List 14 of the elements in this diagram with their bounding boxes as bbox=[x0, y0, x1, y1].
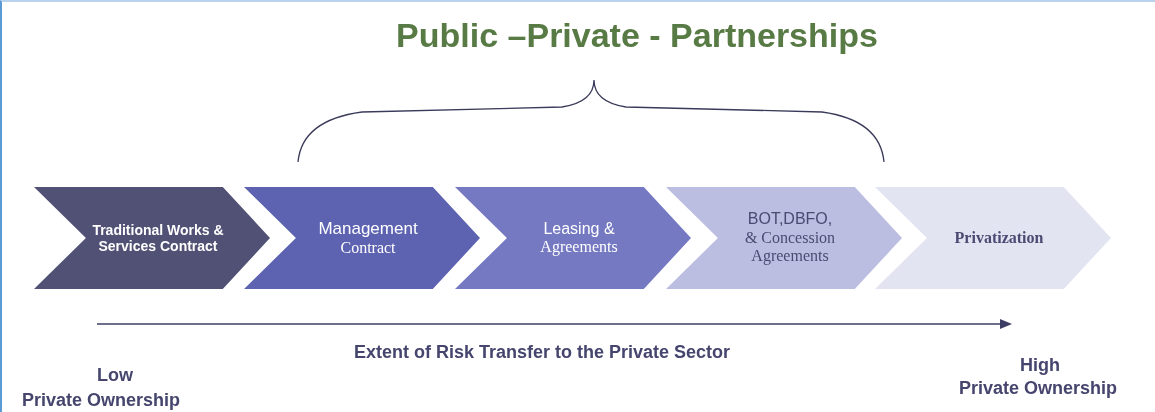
step-label: Contract bbox=[340, 238, 396, 257]
axis-label: Extent of Risk Transfer to the Private Sector bbox=[354, 342, 731, 363]
step-label: & Concession Agreements bbox=[743, 228, 837, 266]
step-label: Leasing & bbox=[543, 219, 615, 238]
scale-label: High bbox=[1020, 355, 1060, 376]
scale-label: Low bbox=[97, 365, 133, 386]
step-label: Traditional Works & Services Contract bbox=[91, 221, 225, 255]
scale-label: Private Ownership bbox=[22, 390, 181, 411]
title: Public –Private - Partnerships bbox=[395, 16, 879, 55]
step-label: Privatization bbox=[954, 228, 1044, 248]
scale-label: Private Ownership bbox=[959, 378, 1118, 399]
step-label: BOT,DBFO, bbox=[747, 210, 833, 229]
step-label: Agreements bbox=[540, 238, 618, 257]
step-label: Management bbox=[318, 219, 418, 239]
